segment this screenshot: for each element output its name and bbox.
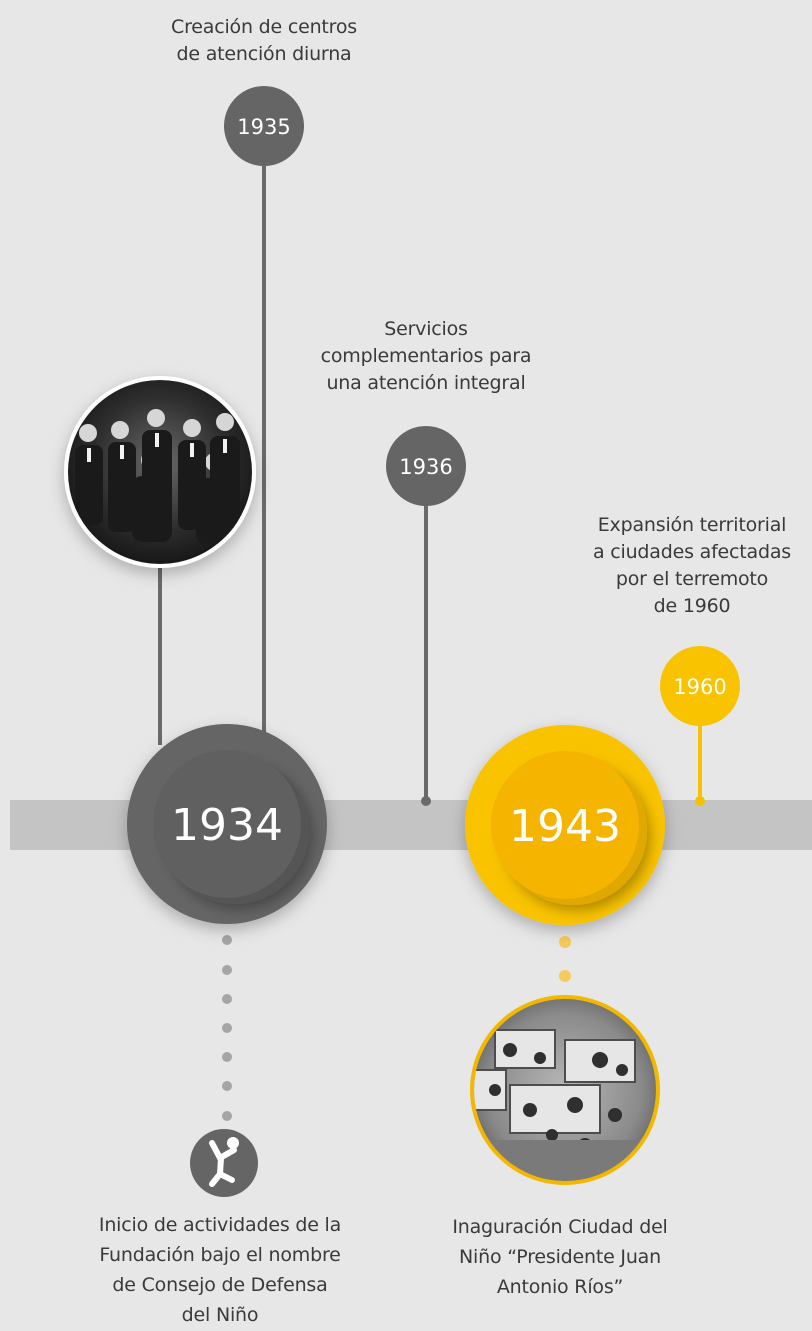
label-1935: Creación de centros de atención diurna [171, 16, 357, 65]
dotted-line-1943 [559, 936, 571, 982]
label-1943: Inaguración Ciudad del Niño “Presidente … [452, 1216, 668, 1298]
year-1936: 1936 [399, 455, 452, 479]
node-1934: 1934 [127, 724, 327, 924]
connector-1960-dot [695, 796, 705, 806]
year-1935: 1935 [237, 115, 290, 139]
node-1936: 1936 [386, 426, 466, 506]
node-1935: 1935 [224, 86, 304, 166]
node-1943: 1943 [465, 725, 665, 925]
year-1943: 1943 [509, 801, 621, 852]
label-1934: Inicio de actividades de la Fundación ba… [98, 1214, 342, 1326]
label-1960: Expansión territorial a ciudades afectad… [592, 514, 791, 617]
connector-1936-dot [421, 796, 431, 806]
year-1934: 1934 [171, 800, 283, 851]
node-1960: 1960 [660, 646, 740, 726]
dotted-line-1934 [222, 935, 232, 1121]
child-jumping-icon [190, 1129, 258, 1197]
year-1960: 1960 [673, 675, 726, 699]
label-1936: Servicios complementarios para una atenc… [320, 318, 532, 394]
aerial-city-photo [470, 995, 660, 1185]
group-portrait-photo [64, 376, 256, 568]
